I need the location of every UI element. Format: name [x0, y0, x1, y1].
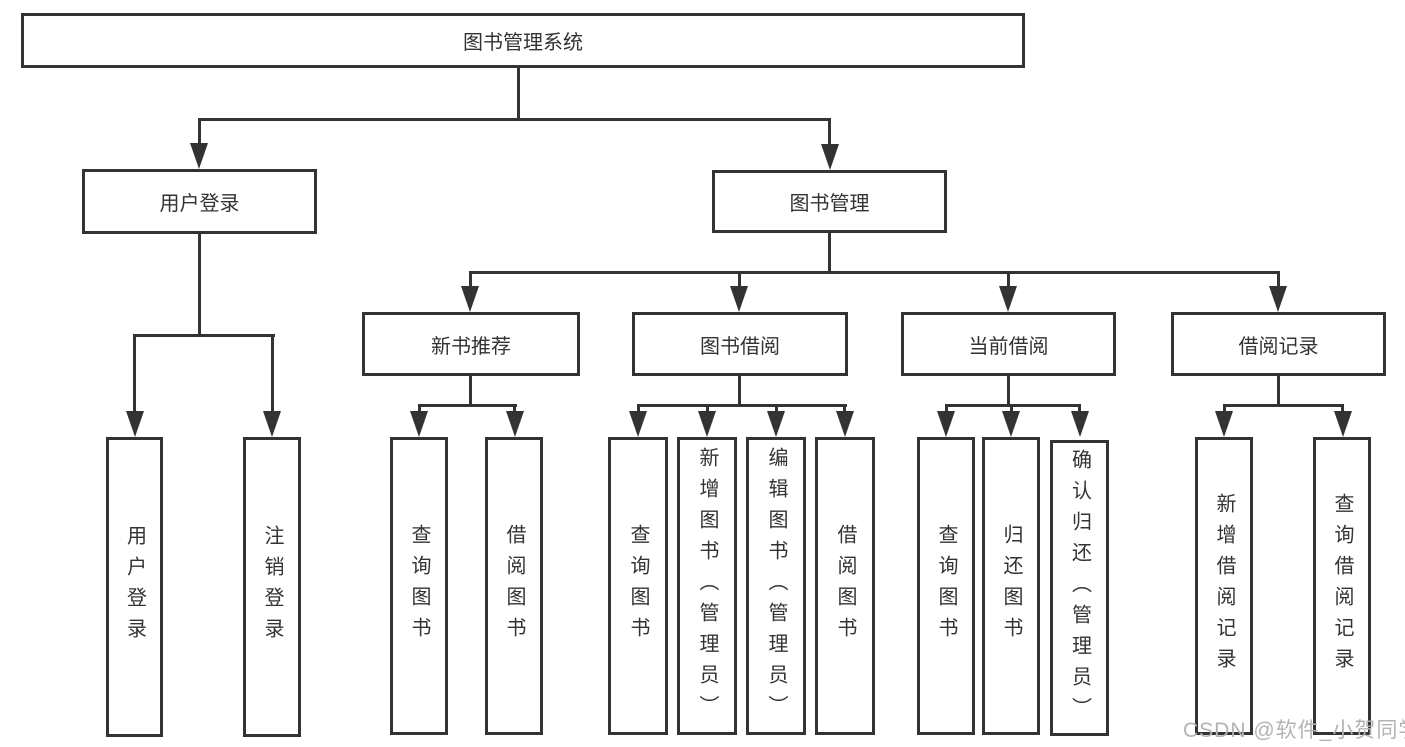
arrowhead-down: [698, 411, 716, 437]
arrowhead-down: [126, 411, 144, 437]
leaf-bb-query-books: 查询图书: [608, 437, 668, 735]
connector-trunk: [738, 376, 741, 407]
connector-stub: [1010, 404, 1013, 416]
arrowhead-down: [190, 143, 208, 169]
connector-stub: [1277, 271, 1280, 289]
leaf-bb-borrow-books: 借阅图书: [815, 437, 875, 735]
node-root: 图书管理系统: [21, 13, 1025, 68]
arrowhead-down: [1334, 411, 1352, 437]
connector-stub: [1341, 404, 1344, 416]
connector-stub: [198, 118, 201, 146]
arrowhead-down: [1002, 411, 1020, 437]
connector-stub: [637, 404, 640, 416]
leaf-cb-confirm-return-admin: 确认归还（管理员）: [1050, 440, 1109, 736]
connector-branch: [637, 404, 847, 407]
connector-trunk-book-management: [828, 233, 831, 274]
leaf-cb-query-books: 查询图书: [917, 437, 975, 735]
connector-stub: [1007, 271, 1010, 289]
node-user-login: 用户登录: [82, 169, 317, 234]
arrowhead-down: [1215, 411, 1233, 437]
connector-trunk: [1007, 376, 1010, 407]
connector-stub: [843, 404, 846, 416]
connector-branch: [945, 404, 1081, 407]
arrowhead-down: [821, 144, 839, 170]
leaf-br-add-record: 新增借阅记录: [1195, 437, 1253, 735]
leaf-logout: 注销登录: [243, 437, 301, 737]
leaf-nb-query-books: 查询图书: [390, 437, 448, 735]
connector-branch-level2: [198, 118, 831, 121]
connector-stub: [418, 404, 421, 416]
connector-trunk-root: [517, 66, 520, 121]
arrowhead-down: [767, 411, 785, 437]
leaf-br-query-record: 查询借阅记录: [1313, 437, 1371, 735]
connector-stub: [271, 334, 274, 414]
csdn-watermark: CSDN @软件_小贺同学: [1183, 719, 1405, 742]
leaf-user-login: 用户登录: [106, 437, 163, 737]
connector-stub: [1223, 404, 1226, 416]
connector-branch-user-login: [133, 334, 275, 337]
connector-stub: [828, 118, 831, 146]
connector-stub: [945, 404, 948, 416]
connector-branch-level3: [469, 271, 1280, 274]
leaf-bb-edit-book-admin: 编辑图书（管理员）: [746, 437, 806, 735]
leaf-cb-return-books: 归还图书: [982, 437, 1040, 735]
connector-stub: [738, 271, 741, 289]
arrowhead-down: [999, 286, 1017, 312]
leaf-nb-borrow-books: 借阅图书: [485, 437, 543, 735]
arrowhead-down: [410, 411, 428, 437]
arrowhead-down: [506, 411, 524, 437]
arrowhead-down: [937, 411, 955, 437]
arrowhead-down: [836, 411, 854, 437]
connector-stub: [706, 404, 709, 416]
connector-stub: [133, 334, 136, 414]
node-book-borrowing: 图书借阅: [632, 312, 848, 376]
arrowhead-down: [730, 286, 748, 312]
node-book-management: 图书管理: [712, 170, 947, 233]
arrowhead-down: [461, 286, 479, 312]
connector-branch: [1223, 404, 1344, 407]
node-current-borrowing: 当前借阅: [901, 312, 1116, 376]
connector-trunk: [469, 376, 472, 407]
leaf-bb-add-book-admin: 新增图书（管理员）: [677, 437, 737, 735]
arrowhead-down: [1269, 286, 1287, 312]
node-new-book-recommend: 新书推荐: [362, 312, 580, 376]
connector-branch: [418, 404, 517, 407]
connector-stub: [513, 404, 516, 416]
connector-stub: [1078, 404, 1081, 416]
node-borrowing-records: 借阅记录: [1171, 312, 1386, 376]
arrowhead-down: [629, 411, 647, 437]
connector-stub: [469, 271, 472, 289]
connector-trunk: [1277, 376, 1280, 407]
arrowhead-down: [263, 411, 281, 437]
connector-stub: [775, 404, 778, 416]
connector-trunk-user-login: [198, 234, 201, 337]
arrowhead-down: [1071, 411, 1089, 437]
